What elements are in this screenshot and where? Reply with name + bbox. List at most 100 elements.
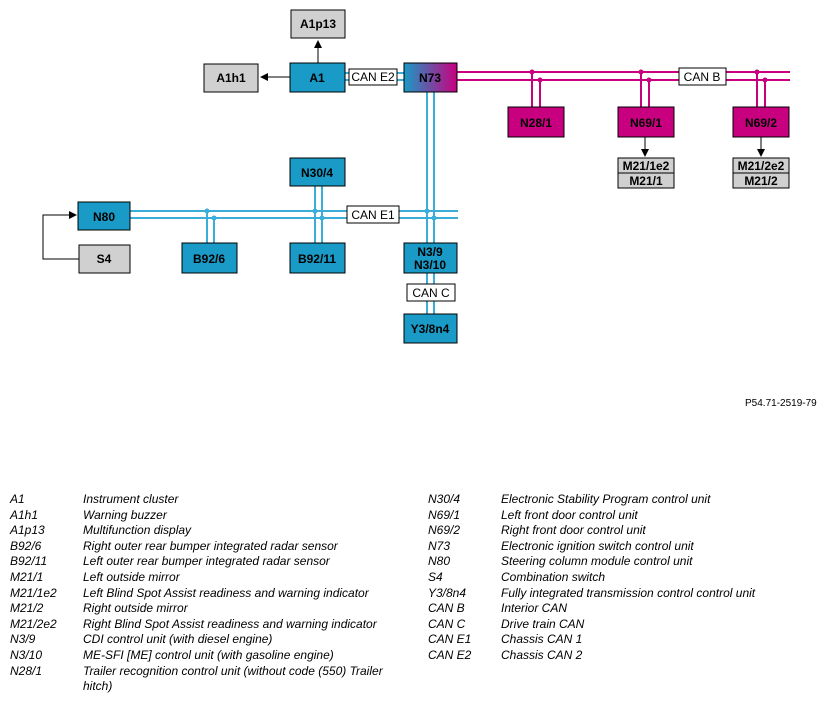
legend-entry: A1p13 Multifunction display	[10, 523, 410, 539]
module-M21-2: M21/2e2 M21/2	[732, 157, 790, 189]
legend-description: Right Blind Spot Assist readiness and wa…	[83, 616, 377, 631]
svg-text:CAN E2: CAN E2	[351, 70, 395, 84]
legend-description: Right outside mirror	[83, 601, 188, 616]
connectors	[42, 40, 765, 260]
module-N3-9-N3-10: N3/9 N3/10	[403, 242, 458, 274]
legend-description: Left front door control unit	[501, 507, 638, 522]
legend-code: N69/1	[428, 507, 461, 522]
legend-code: N28/1	[10, 663, 43, 678]
module-A1p13: A1p13	[290, 9, 346, 39]
legend-code: N73	[428, 538, 451, 553]
svg-text:A1p13: A1p13	[300, 17, 336, 31]
legend-description: Electronic ignition switch control unit	[501, 538, 694, 553]
can-b-bus	[457, 71, 790, 107]
module-B92-11: B92/11	[289, 242, 346, 274]
legend-description: Left Blind Spot Assist readiness and war…	[83, 585, 369, 600]
svg-text:A1: A1	[309, 71, 325, 85]
legend-code: A1h1	[10, 507, 39, 522]
module-A1h1: A1h1	[203, 63, 259, 93]
svg-text:B92/6: B92/6	[193, 252, 225, 266]
legend-code: B92/6	[10, 538, 42, 553]
module-S4: S4	[78, 244, 131, 274]
legend-entry: CAN E1 Chassis CAN 1	[428, 632, 828, 648]
svg-text:N69/1: N69/1	[630, 116, 662, 130]
legend-code: Y3/8n4	[428, 585, 467, 600]
legend-description: Trailer recognition control unit (withou…	[83, 663, 383, 694]
module-N28-1: N28/1	[507, 106, 565, 138]
legend-description: ME-SFI [ME] control unit (with gasoline …	[83, 647, 334, 662]
svg-text:CAN B: CAN B	[684, 70, 721, 84]
module-N30-4: N30/4	[289, 157, 346, 187]
svg-text:N3/10: N3/10	[414, 258, 446, 272]
legend-code: M21/1	[10, 569, 44, 584]
legend-description: Left outer rear bumper integrated radar …	[83, 554, 330, 569]
can-e1-bus	[130, 92, 458, 243]
svg-text:M21/1: M21/1	[629, 174, 663, 188]
legend-description: Interior CAN	[501, 601, 568, 616]
svg-text:CAN C: CAN C	[412, 286, 450, 300]
svg-text:N80: N80	[93, 210, 115, 224]
legend-code: N30/4	[428, 492, 461, 506]
svg-text:M21/2: M21/2	[744, 174, 778, 188]
legend-entry: CAN E2 Chassis CAN 2	[428, 648, 828, 664]
legend-description: Combination switch	[501, 569, 606, 584]
legend-description: CDI control unit (with diesel engine)	[83, 632, 273, 647]
svg-text:A1h1: A1h1	[216, 71, 246, 85]
module-N69-1: N69/1	[617, 106, 675, 138]
svg-text:N73: N73	[419, 71, 441, 85]
legend-code: N80	[428, 554, 451, 569]
svg-text:CAN E1: CAN E1	[351, 208, 395, 222]
legend-description: Instrument cluster	[83, 492, 179, 506]
legend-code: B92/11	[10, 554, 48, 569]
legend-code: CAN E2	[428, 647, 472, 662]
legend-code: A1p13	[10, 523, 45, 538]
svg-text:N69/2: N69/2	[745, 116, 777, 130]
can-c-label: CAN C	[406, 283, 456, 302]
legend-code: CAN B	[428, 601, 465, 616]
svg-text:N3/9: N3/9	[417, 245, 443, 259]
can-b-junctions	[529, 69, 768, 83]
legend-description: Fully integrated transmission control co…	[501, 585, 756, 600]
module-M21-1: M21/1e2 M21/1	[617, 157, 675, 189]
can-e1-junctions	[204, 208, 437, 221]
legend-description: Chassis CAN 2	[501, 647, 583, 662]
legend-description: Drive train CAN	[501, 616, 585, 631]
legend-entry: N3/10 ME-SFI [ME] control unit (with gaso…	[10, 648, 410, 664]
legend-entry: B92/6 Right outer rear bumper integrated …	[10, 539, 410, 555]
svg-text:M21/1e2: M21/1e2	[623, 159, 670, 173]
network-diagram: CAN E2 CAN B CAN E1 CAN C A1p13 A1h1 S4 …	[42, 9, 790, 344]
legend-description: Multifunction display	[83, 523, 192, 538]
module-N80: N80	[77, 201, 131, 231]
legend-code: M21/2	[10, 601, 44, 616]
svg-text:M21/2e2: M21/2e2	[738, 159, 785, 173]
svg-text:Y3/8n4: Y3/8n4	[411, 322, 450, 336]
legend-description: Right outer rear bumper integrated radar…	[83, 538, 338, 553]
legend-code: CAN E1	[428, 632, 472, 647]
svg-text:N30/4: N30/4	[301, 166, 333, 180]
legend-entry: N69/1 Left front door control unit	[428, 508, 828, 524]
legend-code: N3/10	[10, 647, 43, 662]
module-B92-6: B92/6	[181, 242, 238, 274]
svg-text:S4: S4	[97, 252, 112, 266]
legend-entry: N28/1 Trailer recognition control unit (w…	[10, 664, 410, 695]
can-e2-label: CAN E2	[348, 68, 398, 86]
legend-entry: CAN B Interior CAN	[428, 601, 828, 617]
module-A1: A1	[289, 62, 346, 93]
legend-entry: M21/2 Right outside mirror	[10, 601, 410, 617]
module-N69-2: N69/2	[732, 106, 790, 138]
legend-description: Chassis CAN 1	[501, 632, 583, 647]
legend-entry: B92/11 Left outer rear bumper integrated …	[10, 554, 410, 570]
